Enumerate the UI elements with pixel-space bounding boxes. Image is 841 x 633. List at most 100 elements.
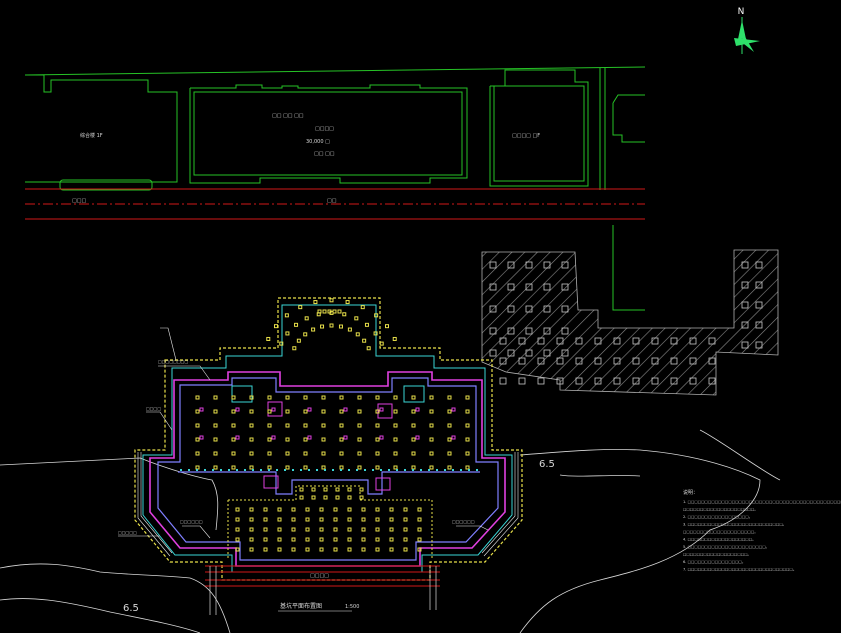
pile-marker: [375, 507, 380, 512]
pile-edge-dot: [468, 469, 470, 471]
existing-column: [543, 349, 551, 357]
pile-marker: [249, 547, 254, 552]
existing-column: [755, 261, 763, 269]
pile-edge-dot: [452, 469, 454, 471]
existing-column: [556, 337, 564, 345]
general-notes: 说明： 1. □□□□□□□□□□□□□□□□□□□□□□□□□□□□□□□□□…: [683, 489, 841, 572]
pile-marker: [339, 409, 344, 414]
pile-marker: [263, 517, 268, 522]
pile-marker: [267, 437, 272, 442]
pile-edge-dot: [292, 469, 294, 471]
pile-marker: [321, 465, 326, 470]
pile-marker-top: [317, 309, 322, 314]
existing-column: [499, 337, 507, 345]
existing-column: [575, 337, 583, 345]
pile-marker: [447, 395, 452, 400]
pile-edge-dot: [316, 469, 318, 471]
pile-marker: [347, 527, 352, 532]
pile-marker: [347, 517, 352, 522]
road-label-center: □□: [327, 198, 337, 204]
pile-marker: [417, 547, 422, 552]
existing-column: [507, 261, 515, 269]
pile-marker: [343, 407, 348, 412]
pile-marker: [263, 527, 268, 532]
existing-column: [543, 305, 551, 313]
pile-marker: [277, 527, 282, 532]
pile-edge-dot: [284, 469, 286, 471]
pile-marker: [347, 547, 352, 552]
pile-marker: [347, 537, 352, 542]
pile-marker: [465, 437, 470, 442]
note-line: □□□□□□□□□□□□□□□□□□□。: [683, 553, 751, 557]
pile-marker: [319, 537, 324, 542]
pile-marker: [339, 465, 344, 470]
existing-column: [489, 349, 497, 357]
pile-marker: [299, 495, 304, 500]
pile-marker-arc: [347, 327, 352, 332]
pile-marker: [307, 435, 312, 440]
foundation-pit-plan: [134, 297, 523, 581]
existing-column: [489, 283, 497, 291]
pile-edge-dot: [340, 469, 342, 471]
pile-edge-dot: [364, 469, 366, 471]
pile-marker: [235, 547, 240, 552]
existing-column: [755, 321, 763, 329]
pile-edge-dot: [196, 469, 198, 471]
note-line: 7. □□□□□□□□□□□□□□□□□□□□□□□□□□□□□□□。: [683, 568, 796, 572]
pile-marker: [323, 495, 328, 500]
pile-marker-arc: [342, 312, 347, 317]
pile-marker: [249, 395, 254, 400]
pile-marker-arc: [329, 323, 334, 328]
pile-marker: [213, 465, 218, 470]
existing-column: [708, 377, 716, 385]
pile-marker: [357, 409, 362, 414]
pile-edge-dot: [180, 469, 182, 471]
terrain-lines: [0, 429, 781, 633]
pile-marker: [375, 437, 380, 442]
existing-column: [670, 357, 678, 365]
pile-marker-arc: [374, 313, 379, 318]
pile-marker: [465, 409, 470, 414]
pile-marker: [277, 547, 282, 552]
pile-marker: [231, 465, 236, 470]
callout-2: □□□□: [146, 406, 161, 411]
pile-marker-arc: [362, 338, 367, 343]
existing-column: [632, 337, 640, 345]
pile-marker: [305, 507, 310, 512]
existing-column: [708, 337, 716, 345]
note-line: 4. □□□□□□□□□□□□□□□□□□□。: [683, 538, 756, 542]
pile-marker: [393, 423, 398, 428]
existing-column: [689, 357, 697, 365]
pile-marker: [339, 423, 344, 428]
pile-marker: [285, 465, 290, 470]
note-line: □□□□□□□□□□□□□□□□□□□□□。: [683, 508, 758, 512]
building-center-line1: □□ □□ □□: [272, 113, 304, 119]
pile-marker: [271, 407, 276, 412]
pile-marker: [305, 547, 310, 552]
pile-marker-arc: [354, 316, 359, 321]
pile-marker: [361, 507, 366, 512]
pile-marker: [335, 495, 340, 500]
pile-marker: [303, 423, 308, 428]
existing-column: [537, 377, 545, 385]
pile-marker: [417, 507, 422, 512]
road-lines: [25, 188, 645, 220]
pile-marker-arc: [364, 322, 369, 327]
notes-heading: 说明：: [683, 489, 698, 496]
pile-marker-arc: [266, 336, 271, 341]
pile-marker: [199, 407, 204, 412]
pile-marker: [311, 487, 316, 492]
existing-column: [632, 377, 640, 385]
pile-marker: [465, 395, 470, 400]
existing-column: [741, 261, 749, 269]
pile-marker: [319, 507, 324, 512]
pile-marker: [465, 423, 470, 428]
pile-marker: [303, 395, 308, 400]
existing-column: [499, 357, 507, 365]
pile-marker-arc: [304, 316, 309, 321]
pile-marker: [307, 407, 312, 412]
pile-marker: [375, 527, 380, 532]
existing-column: [537, 357, 545, 365]
pile-marker: [249, 409, 254, 414]
